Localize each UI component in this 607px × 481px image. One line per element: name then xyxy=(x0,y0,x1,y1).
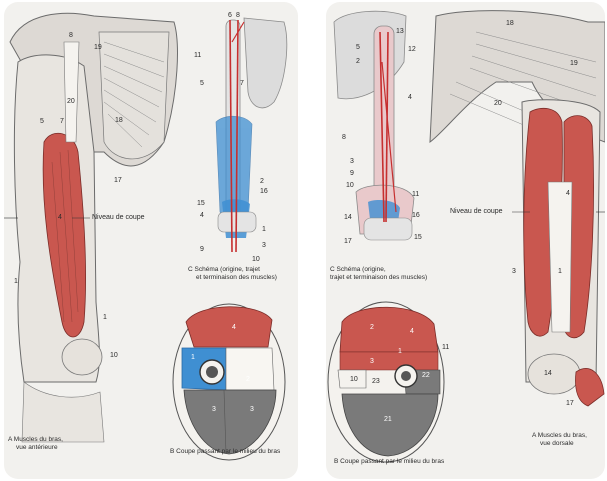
schema-caption-posterior: C Schéma (origine, trajet et terminaison… xyxy=(330,266,427,282)
schema-number: 12 xyxy=(408,46,416,53)
posterior-number: 17 xyxy=(566,400,574,407)
schema-number: 2 xyxy=(260,178,264,185)
schema-number: 7 xyxy=(240,80,244,87)
level-of-cut-label: Niveau de coupe xyxy=(92,214,145,221)
schema-number: 4 xyxy=(200,212,204,219)
section-number: 2 xyxy=(246,376,250,383)
schema-number: 9 xyxy=(200,246,204,253)
section-number: 1 xyxy=(191,354,195,361)
schema-number: 13 xyxy=(396,28,404,35)
anterior-number: 20 xyxy=(67,98,75,105)
schema-number: 15 xyxy=(414,234,422,241)
schema-caption-anterior: C Schéma (origine, trajet et terminaison… xyxy=(188,266,277,282)
section-number: 22 xyxy=(422,372,430,379)
posterior-number: 19 xyxy=(570,60,578,67)
level-of-cut-label: Niveau de coupe xyxy=(450,208,503,215)
section-number: 1 xyxy=(398,348,402,355)
posterior-number: 3 xyxy=(512,268,516,275)
posterior-number: 4 xyxy=(566,190,570,197)
schema-number: 5 xyxy=(200,80,204,87)
anterior-number: 8 xyxy=(69,32,73,39)
schema-number: 3 xyxy=(350,158,354,165)
anterior-number: 17 xyxy=(114,177,122,184)
section-number: 11 xyxy=(442,344,449,351)
cross-section-posterior xyxy=(328,302,444,462)
schema-number: 8 xyxy=(236,12,240,19)
posterior-number: 14 xyxy=(544,370,552,377)
schema-number: 2 xyxy=(356,58,360,65)
schema-number: 8 xyxy=(342,134,346,141)
section-number: 23 xyxy=(372,378,380,385)
section-number: 21 xyxy=(384,416,392,423)
schema-number: 10 xyxy=(252,256,260,263)
anterior-arm-illustration xyxy=(4,13,177,442)
schema-number: 5 xyxy=(356,44,360,51)
section-caption-posterior: B Coupe passant par le milieu du bras xyxy=(334,458,444,466)
schema-diagram-anterior xyxy=(216,18,287,252)
schema-number: 6 xyxy=(228,12,232,19)
anterior-caption: A Muscles du bras, vue antérieure xyxy=(8,436,63,452)
posterior-number: 18 xyxy=(506,20,514,27)
anterior-number: 10 xyxy=(110,352,118,359)
schema-number: 11 xyxy=(194,52,201,59)
schema-number: 11 xyxy=(412,191,419,198)
section-caption-anterior: B Coupe passant par le milieu du bras xyxy=(170,448,280,456)
section-number: 3 xyxy=(370,358,374,365)
anterior-number: 1 xyxy=(14,278,18,285)
anterior-number: 4 xyxy=(58,214,62,221)
section-number: 10 xyxy=(350,376,358,383)
section-number: 3 xyxy=(250,406,254,413)
schema-number: 15 xyxy=(197,200,205,207)
section-number: 3 xyxy=(212,406,216,413)
right-illustrations xyxy=(326,2,605,479)
anterior-number: 19 xyxy=(94,44,102,51)
schema-number: 16 xyxy=(412,212,420,219)
schema-number: 16 xyxy=(260,188,268,195)
schema-number: 3 xyxy=(262,242,266,249)
section-number: 4 xyxy=(410,328,414,335)
schema-number: 10 xyxy=(346,182,354,189)
schema-number: 9 xyxy=(350,170,354,177)
anterior-number: 7 xyxy=(60,118,64,125)
schema-diagram-posterior xyxy=(334,11,414,240)
section-number: 4 xyxy=(232,324,236,331)
posterior-caption: A Muscles du bras, vue dorsale xyxy=(532,432,587,448)
section-number: 2 xyxy=(370,324,374,331)
schema-number: 4 xyxy=(408,94,412,101)
posterior-number: 1 xyxy=(558,268,562,275)
anterior-number: 18 xyxy=(115,117,123,124)
schema-number: 17 xyxy=(344,238,352,245)
right-page: 13 5 12 2 4 8 3 9 10 11 14 16 15 17 C Sc… xyxy=(326,2,605,479)
schema-number: 1 xyxy=(262,226,266,233)
posterior-number: 20 xyxy=(494,100,502,107)
schema-number: 14 xyxy=(344,214,352,221)
cross-section-anterior xyxy=(173,304,285,460)
anterior-number: 5 xyxy=(40,118,44,125)
left-page: 8 19 20 5 7 18 4 17 1 1 10 Niveau de cou… xyxy=(4,2,298,479)
anterior-number: 1 xyxy=(103,314,107,321)
